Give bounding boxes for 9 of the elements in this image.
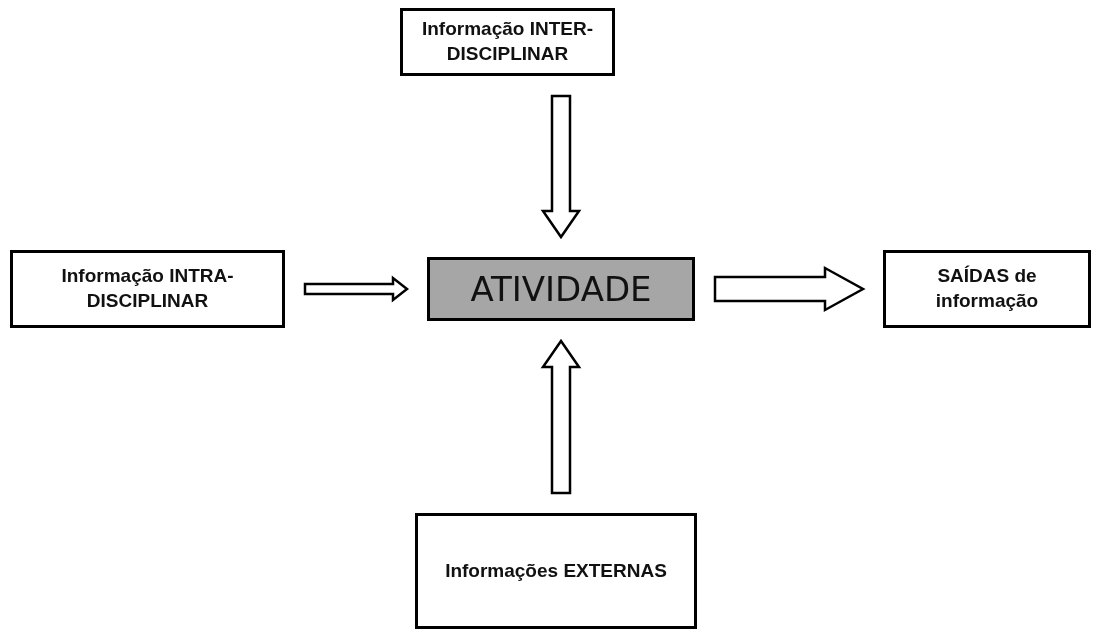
block-arrow [713,265,866,313]
process-box: Informações EXTERNAS [415,513,697,629]
process-box: Informação INTER-DISCIPLINAR [400,8,615,76]
block-arrow [303,275,410,303]
block-arrow [540,94,582,240]
block-arrow [540,338,582,495]
activity-box: ATIVIDADE [427,257,695,321]
process-box: Informação INTRA-DISCIPLINAR [10,250,285,328]
process-box: SAÍDAS de informação [883,250,1091,328]
